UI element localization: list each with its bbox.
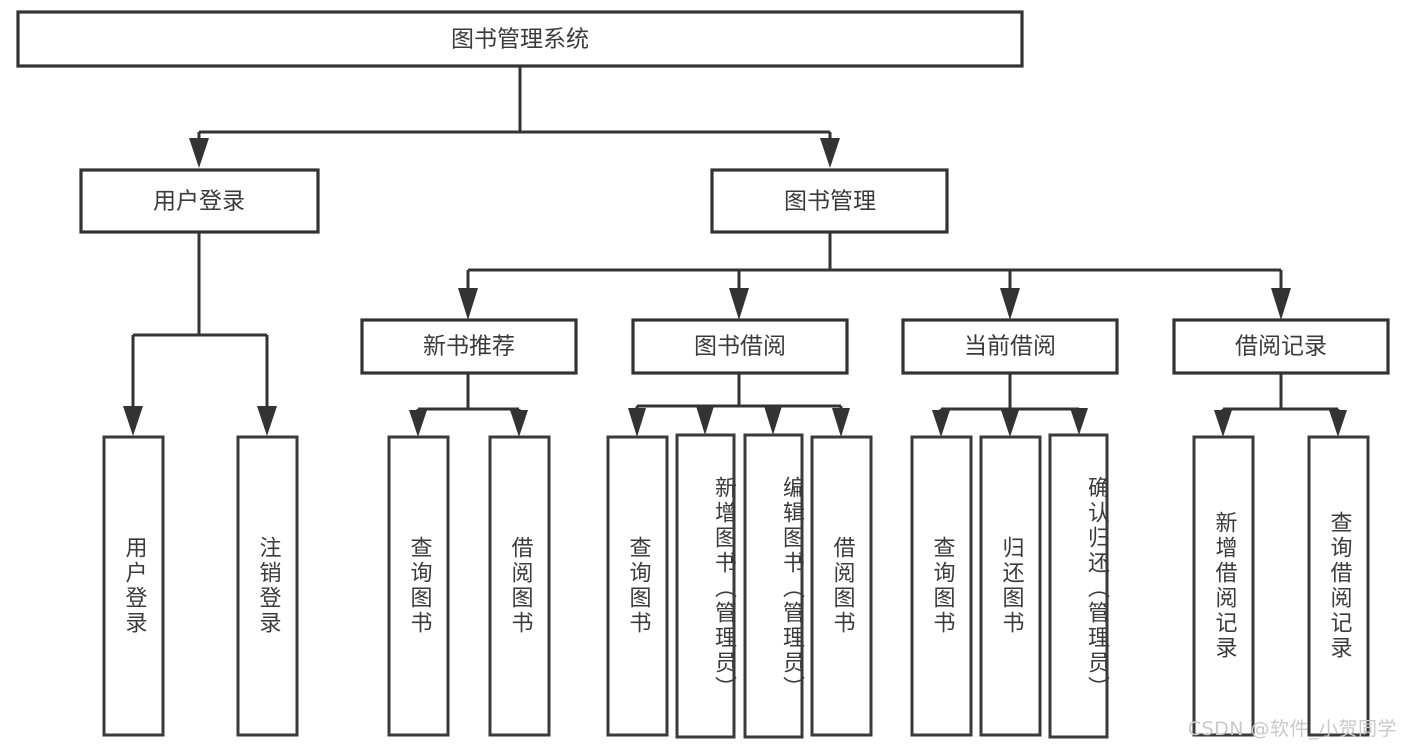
node-current-borrow[interactable] [901, 318, 1119, 375]
node-current-borrow-label: 当前借阅 [964, 334, 1056, 360]
node-user-login[interactable] [79, 168, 320, 234]
leaf-box-borrow-2[interactable] [743, 433, 804, 739]
arrow-book-mgmt-to-recommend [458, 288, 478, 320]
arrow-current-leaf-0 [932, 410, 950, 437]
leaf-box-borrow-0[interactable] [606, 435, 669, 737]
leaf-box-recommend-1[interactable] [488, 435, 551, 737]
arrow-borrow-leaf-1 [696, 406, 714, 435]
node-book-borrow[interactable] [631, 318, 849, 375]
connector-group-borrow [628, 373, 850, 437]
node-book-borrow-label: 图书借阅 [694, 334, 786, 360]
leaf-box-user-login-0[interactable] [102, 435, 165, 737]
leaf-box-record-1[interactable] [1307, 435, 1370, 737]
arrow-book-mgmt-to-current [1000, 288, 1020, 320]
arrow-user-login-leaf-0 [123, 406, 143, 436]
arrow-record-leaf-1 [1329, 410, 1347, 437]
arrow-root-to-book-mgmt [820, 138, 840, 168]
connector-group-book-mgmt [458, 232, 1291, 320]
connector-group-record [1214, 373, 1347, 437]
arrow-book-mgmt-to-record [1271, 288, 1291, 320]
node-root[interactable] [16, 10, 1024, 68]
arrow-recommend-leaf-1 [510, 410, 528, 437]
arrow-borrow-leaf-3 [832, 408, 850, 437]
csdn-watermark: CSDN @软件_小贺同学 [1187, 718, 1397, 740]
leaf-box-borrow-1[interactable] [675, 433, 736, 739]
node-new-book-recommend-label: 新书推荐 [423, 334, 515, 360]
leaf-box-record-0[interactable] [1192, 435, 1255, 737]
node-book-management[interactable] [710, 168, 949, 234]
node-borrow-record[interactable] [1172, 318, 1390, 375]
connector-group-recommend [409, 373, 528, 437]
arrow-record-leaf-0 [1214, 410, 1232, 437]
leaf-box-recommend-0[interactable] [387, 435, 450, 737]
node-new-book-recommend[interactable] [360, 318, 578, 375]
node-root-label: 图书管理系统 [451, 27, 589, 53]
leaf-box-current-1[interactable] [979, 435, 1042, 737]
node-user-login-label: 用户登录 [153, 189, 245, 215]
arrow-current-leaf-1 [1001, 410, 1019, 437]
leaf-box-current-2[interactable] [1048, 433, 1109, 739]
connector-group-root [189, 66, 840, 168]
arrow-borrow-leaf-0 [628, 408, 646, 437]
arrow-recommend-leaf-0 [409, 410, 427, 437]
leaf-box-borrow-3[interactable] [810, 435, 873, 737]
connector-group-current [932, 373, 1088, 437]
arrow-current-leaf-2 [1070, 408, 1088, 435]
arrow-user-login-leaf-1 [257, 406, 277, 436]
arrow-book-mgmt-to-borrow [729, 288, 749, 320]
leaf-box-current-0[interactable] [910, 435, 973, 737]
node-borrow-record-label: 借阅记录 [1235, 334, 1327, 360]
arrow-borrow-leaf-2 [764, 406, 782, 435]
node-book-management-label: 图书管理 [784, 189, 876, 215]
leaf-box-user-login-1[interactable] [236, 435, 299, 737]
arrow-root-to-user-login [189, 138, 209, 168]
connector-group-user-login [123, 232, 277, 436]
